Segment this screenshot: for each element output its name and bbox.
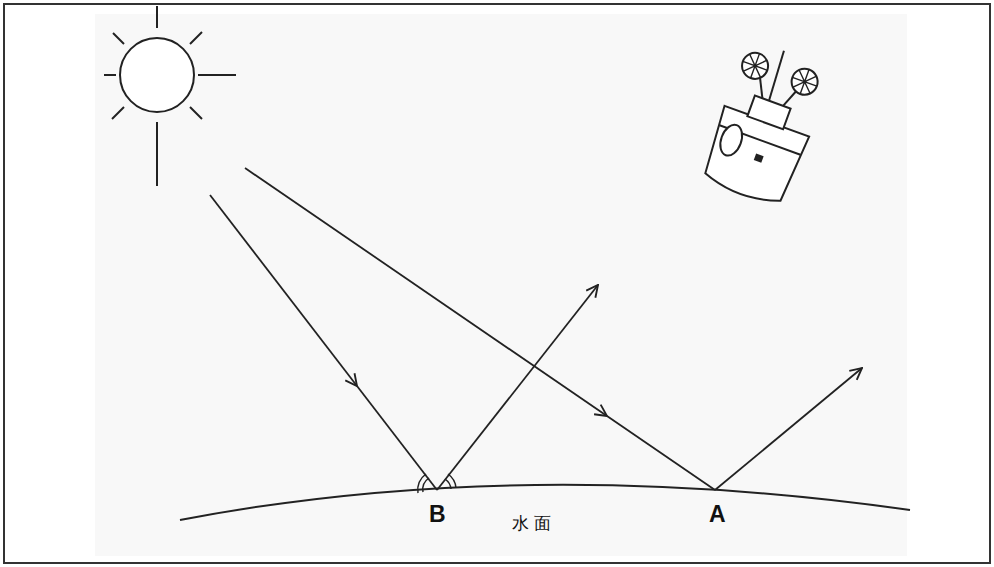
light-rays [210, 168, 862, 490]
point-label: A [709, 503, 726, 526]
sun [104, 6, 236, 186]
satellite [698, 38, 834, 209]
angle-arcs [418, 474, 456, 493]
inner-ground [95, 14, 907, 556]
outer-frame [4, 4, 990, 563]
point-label: B [429, 503, 446, 526]
surface-label: 水 面 [512, 515, 551, 532]
